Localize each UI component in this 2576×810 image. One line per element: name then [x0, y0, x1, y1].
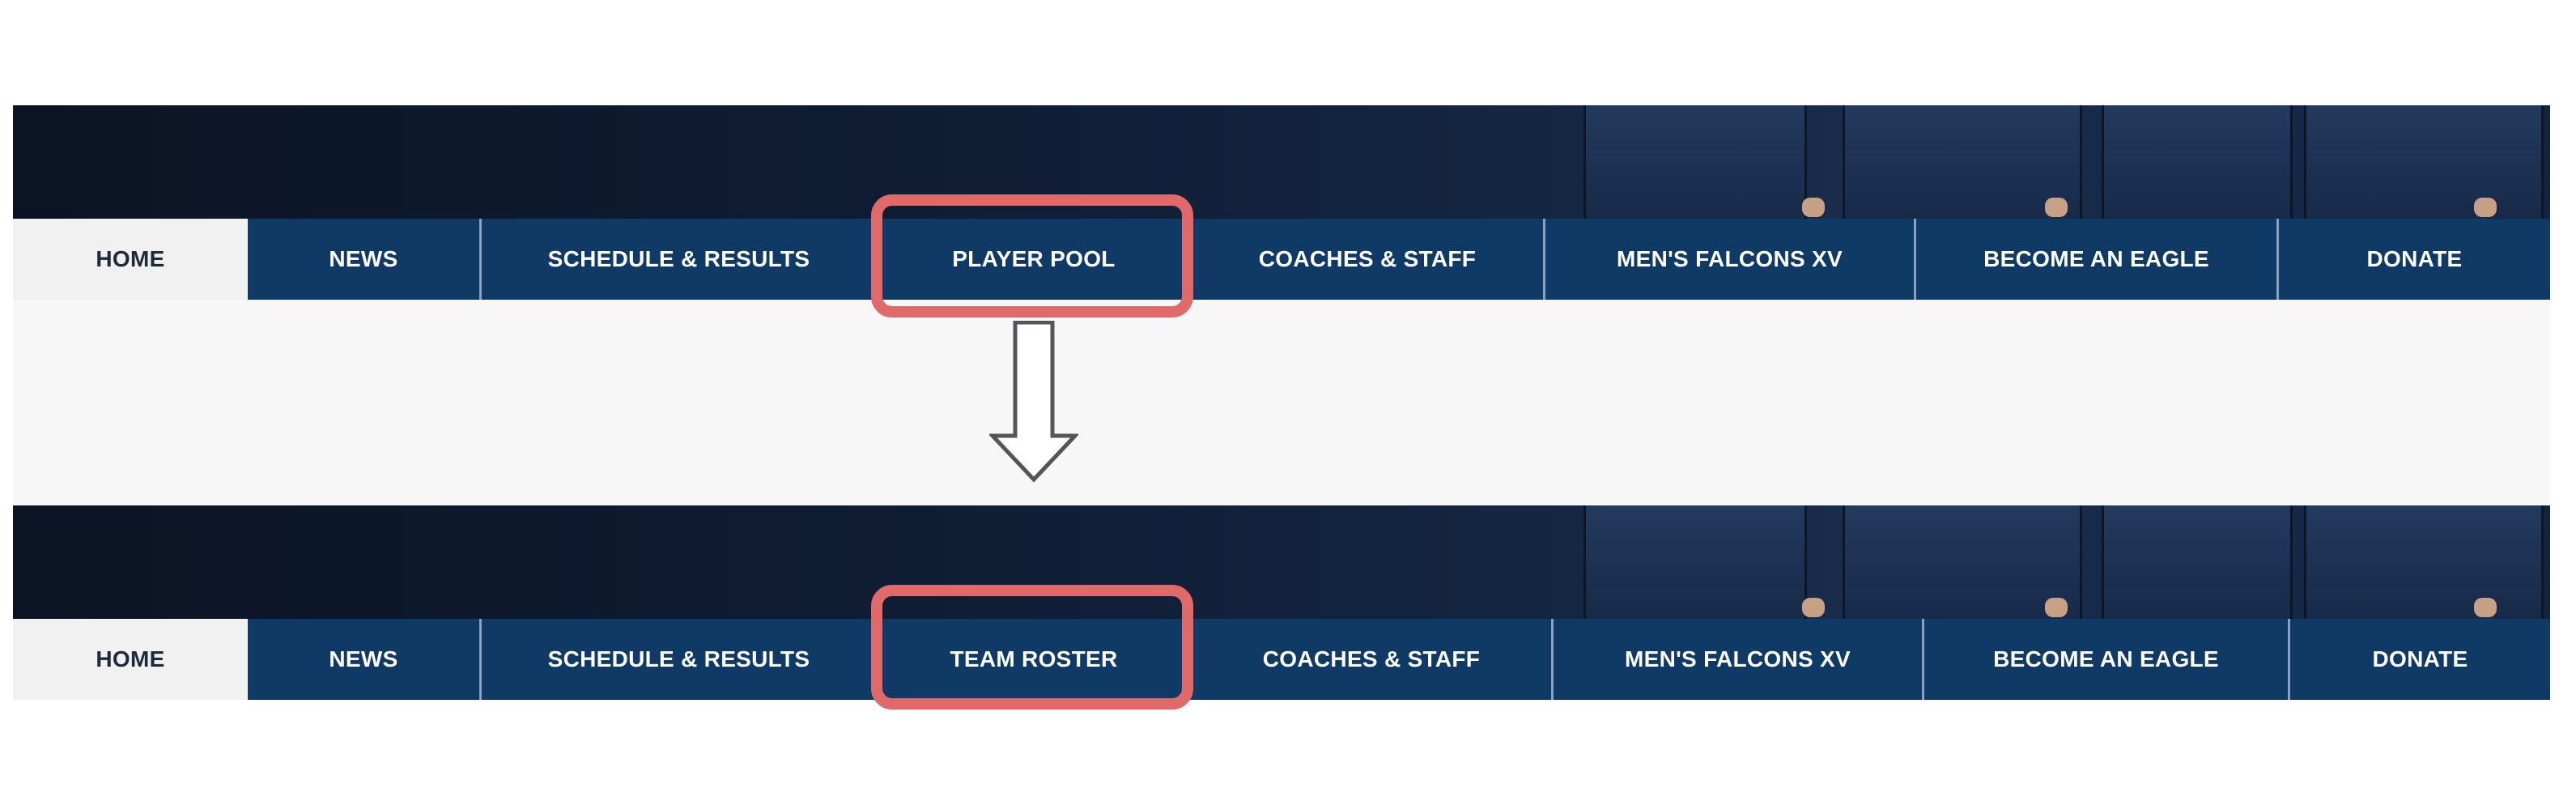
nav-news[interactable]: NEWS [329, 246, 398, 271]
nav-home[interactable]: HOME [13, 219, 248, 300]
nav-team-roster[interactable]: TEAM ROSTER [950, 646, 1118, 671]
nav-news[interactable]: NEWS [329, 646, 398, 671]
nav-coaches-staff[interactable]: COACHES & STAFF [1258, 246, 1477, 271]
nav-donate[interactable]: DONATE [2288, 619, 2550, 700]
before-header-panel: HOME NEWS SCHEDULE & RESULTS PLAYER POOL… [13, 105, 2550, 300]
nav-player-pool[interactable]: PLAYER POOL [952, 246, 1116, 271]
transition-area [13, 300, 2550, 505]
nav-become-an-eagle[interactable]: BECOME AN EAGLE [1914, 219, 2276, 300]
nav-mens-falcons-xv[interactable]: MEN'S FALCONS XV [1543, 219, 1914, 300]
nav-mens-falcons-xv[interactable]: MEN'S FALCONS XV [1551, 619, 1922, 700]
hero-figures-image [13, 505, 2550, 619]
nav-coaches-staff[interactable]: COACHES & STAFF [1262, 646, 1481, 671]
hero-figures-image [13, 105, 2550, 219]
nav-become-an-eagle[interactable]: BECOME AN EAGLE [1922, 619, 2288, 700]
after-header-panel: HOME NEWS SCHEDULE & RESULTS TEAM ROSTER… [13, 505, 2550, 703]
nav-donate[interactable]: DONATE [2276, 219, 2550, 300]
main-nav: HOME NEWS SCHEDULE & RESULTS TEAM ROSTER… [13, 619, 2550, 700]
main-nav: HOME NEWS SCHEDULE & RESULTS PLAYER POOL… [13, 219, 2550, 300]
nav-home[interactable]: HOME [13, 619, 248, 700]
highlight-player-pool [871, 194, 1193, 318]
highlight-team-roster [871, 585, 1193, 710]
nav-schedule-results[interactable]: SCHEDULE & RESULTS [479, 219, 876, 300]
down-arrow-icon [989, 321, 1078, 483]
nav-schedule-results[interactable]: SCHEDULE & RESULTS [479, 619, 876, 700]
